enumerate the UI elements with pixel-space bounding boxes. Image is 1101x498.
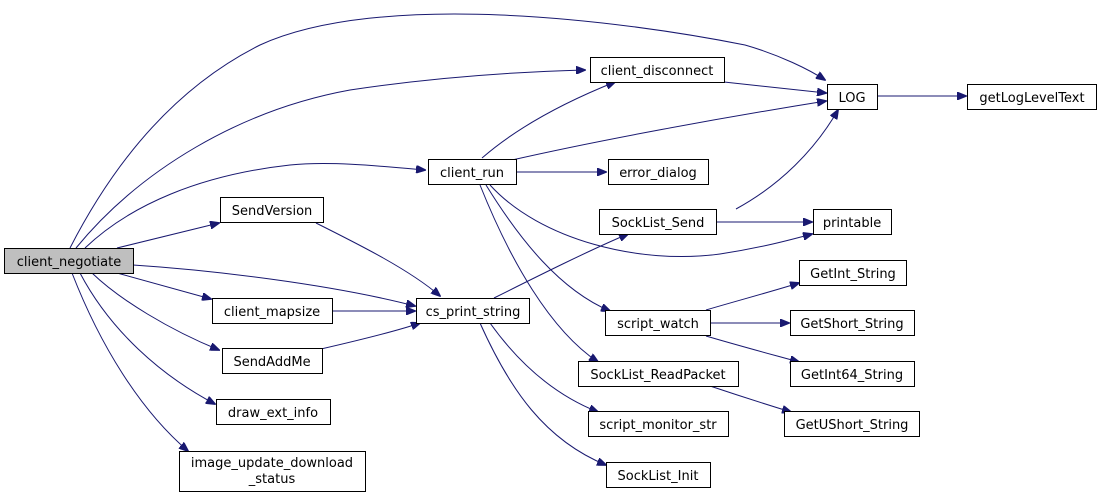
node-label: GetShort_String: [800, 317, 903, 332]
edges: [69, 13, 966, 465]
edge-cs_print_string-sockList_Send: [493, 234, 628, 299]
edge-sendVersion-cs_print_string: [315, 222, 440, 296]
node-sendAddMe[interactable]: SendAddMe: [222, 348, 323, 374]
node-label: client_mapsize: [224, 305, 320, 320]
node-label: GetInt_String: [810, 267, 896, 282]
node-label: getLogLevelText: [979, 91, 1084, 106]
node-getInt64_String[interactable]: GetInt64_String: [790, 361, 915, 387]
node-label: SockList_Send: [612, 216, 705, 231]
node-label: LOG: [838, 91, 865, 106]
node-label: SendAddMe: [233, 355, 310, 370]
edge-client_negotiate-client_run: [84, 163, 425, 249]
node-sockList_ReadPacket[interactable]: SockList_ReadPacket: [578, 361, 739, 387]
edge-cs_print_string-script_monitor_str: [489, 322, 598, 412]
nodes: client_negotiate client_run client_disco…: [4, 57, 1097, 492]
edge-sockList_ReadPacket-getUShort_String: [709, 385, 791, 412]
node-label-line1: image_update_download: [191, 456, 353, 471]
edge-client_run-printable: [489, 184, 812, 257]
node-label-line2: _status: [248, 472, 296, 487]
node-label: draw_ext_info: [228, 406, 318, 421]
node-sockList_Init[interactable]: SockList_Init: [606, 462, 711, 488]
node-label: script_monitor_str: [599, 418, 717, 433]
node-getUShort_String[interactable]: GetUShort_String: [784, 411, 920, 437]
node-printable[interactable]: printable: [813, 209, 892, 235]
node-sendVersion[interactable]: SendVersion: [220, 197, 324, 223]
edge-client_run-sockList_ReadPacket: [479, 184, 598, 362]
edge-client_run-log: [511, 101, 826, 161]
edge-client_negotiate-log: [69, 13, 825, 249]
edge-client_run-client_disconnect: [481, 82, 615, 159]
node-label: script_watch: [617, 317, 699, 332]
node-image_update_download_status[interactable]: image_update_download _status: [179, 451, 366, 492]
edge-script_watch-getInt_String: [705, 283, 799, 311]
node-cs_print_string[interactable]: cs_print_string: [416, 298, 530, 324]
node-script_monitor_str[interactable]: script_monitor_str: [588, 411, 729, 437]
edge-sendAddMe-cs_print_string: [320, 323, 420, 350]
node-client_negotiate[interactable]: client_negotiate: [4, 248, 134, 274]
node-label: SendVersion: [232, 204, 313, 219]
edge-cs_print_string-sockList_Init: [479, 322, 606, 465]
node-client_mapsize[interactable]: client_mapsize: [212, 298, 333, 324]
node-getLogLevelText[interactable]: getLogLevelText: [967, 84, 1097, 110]
node-client_disconnect[interactable]: client_disconnect: [590, 57, 725, 83]
node-draw_ext_info[interactable]: draw_ext_info: [216, 399, 331, 425]
node-label: GetUShort_String: [796, 418, 909, 433]
edge-sockList_Send-log: [735, 110, 838, 210]
edge-client_negotiate-sendVersion: [116, 223, 219, 249]
node-label: SockList_ReadPacket: [590, 368, 725, 383]
edge-client_negotiate-client_mapsize: [116, 272, 211, 299]
edge-client_disconnect-log: [723, 81, 826, 93]
edge-client_negotiate-draw_ext_info: [79, 272, 215, 404]
edge-client_run-script_watch: [485, 184, 610, 311]
node-getShort_String[interactable]: GetShort_String: [790, 310, 915, 336]
node-client_run[interactable]: client_run: [428, 159, 517, 185]
node-sockList_Send[interactable]: SockList_Send: [599, 209, 717, 235]
edge-script_watch-getInt64_String: [705, 335, 799, 362]
node-label: cs_print_string: [426, 305, 521, 320]
node-label: client_run: [440, 166, 504, 181]
node-label: client_disconnect: [601, 64, 714, 79]
node-label: GetInt64_String: [801, 368, 903, 383]
edge-client_negotiate-sendAddMe: [91, 272, 219, 350]
node-getInt_String[interactable]: GetInt_String: [799, 260, 907, 286]
node-label: client_negotiate: [17, 255, 121, 270]
edge-client_negotiate-image_update: [71, 272, 188, 451]
edge-client_negotiate-client_disconnect: [75, 70, 585, 249]
node-label: printable: [823, 216, 881, 231]
node-label: error_dialog: [619, 166, 697, 181]
node-label: SockList_Init: [618, 469, 699, 484]
node-script_watch[interactable]: script_watch: [605, 310, 711, 336]
edge-client_negotiate-cs_print_string: [132, 264, 415, 306]
node-log[interactable]: LOG: [827, 84, 878, 110]
node-error_dialog[interactable]: error_dialog: [608, 159, 709, 185]
